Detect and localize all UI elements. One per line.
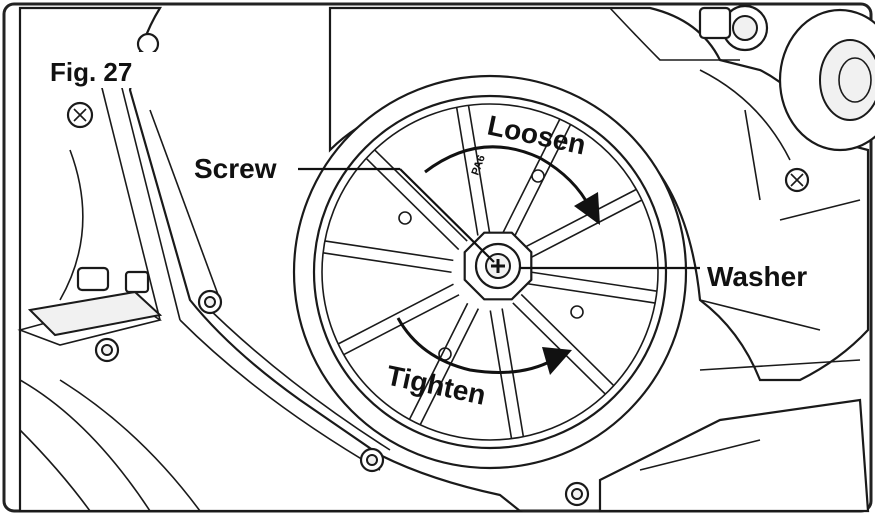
screw-leader-line-diagonal — [399, 168, 495, 263]
impeller-spoke-edge — [511, 124, 572, 242]
top-bolt — [698, 4, 769, 52]
impeller-spoke-edge — [512, 302, 606, 395]
impeller-spoke-edge — [374, 149, 468, 242]
impeller-spoke-edge — [467, 105, 491, 234]
pulley-top-right — [778, 8, 875, 152]
loosen-arrow — [424, 145, 600, 225]
impeller-spoke-edge — [526, 199, 643, 261]
washer-label: Washer — [707, 261, 807, 292]
impeller-spoke-edge — [528, 270, 658, 292]
impeller-spoke-edge — [500, 118, 561, 236]
screw-label: Screw — [194, 153, 277, 184]
impeller-spoke-edge — [489, 310, 513, 439]
impeller-spoke-edge — [337, 283, 454, 345]
left-chute — [17, 6, 524, 513]
figure-number-label: Fig. 27 — [50, 57, 132, 87]
impeller-spoke-edge — [520, 188, 637, 250]
impeller-spoke-edge — [455, 107, 479, 236]
tighten-arrow — [396, 317, 572, 375]
impeller-spoke-edge — [408, 302, 469, 420]
impeller-spoke-edge — [520, 293, 615, 387]
impeller-spoke-edge — [365, 157, 460, 251]
lower-housing — [598, 359, 870, 513]
impeller-spoke-edge — [322, 252, 452, 274]
impeller-spoke-edge — [419, 308, 480, 426]
fasteners — [66, 32, 810, 507]
impeller-spokes — [322, 105, 658, 439]
impeller-spoke-edge — [526, 282, 656, 304]
fig-label-backing — [36, 52, 156, 88]
impeller-spoke-edge — [324, 240, 454, 262]
